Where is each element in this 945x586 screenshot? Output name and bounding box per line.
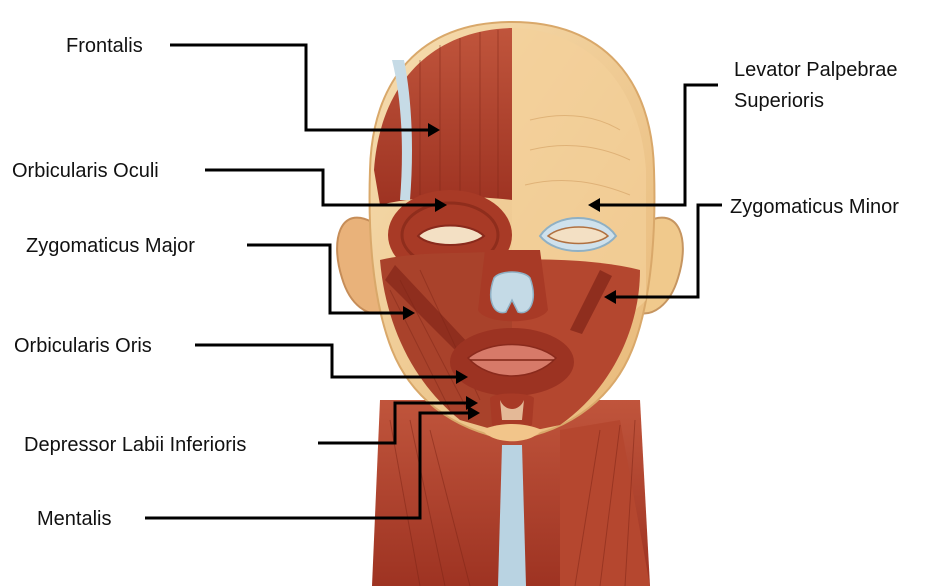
label-depressor-labii-inferioris: Depressor Labii Inferioris (24, 433, 246, 457)
leader-depressor-labii (318, 403, 468, 443)
label-mentalis: Mentalis (37, 507, 111, 531)
leader-frontalis (170, 45, 430, 130)
label-frontalis: Frontalis (66, 34, 143, 58)
leader-zygomaticus-major (247, 245, 405, 313)
label-zygomaticus-major: Zygomaticus Major (26, 234, 195, 258)
arrowhead-zygomaticus-minor (604, 290, 616, 304)
arrowhead-depressor-labii (466, 396, 478, 410)
leader-mentalis (145, 413, 470, 518)
arrowhead-zygomaticus-major (403, 306, 415, 320)
leader-levator-palpebrae (598, 85, 718, 205)
label-orbicularis-oris: Orbicularis Oris (14, 334, 152, 358)
arrowhead-mentalis (468, 406, 480, 420)
label-levator-palpebrae-line2: Superioris (734, 89, 824, 113)
leader-zygomaticus-minor (614, 205, 722, 297)
arrowhead-levator-palpebrae (588, 198, 600, 212)
leader-orbicularis-oris (195, 345, 458, 377)
label-zygomaticus-minor: Zygomaticus Minor (730, 195, 899, 219)
arrowhead-orbicularis-oculi (435, 198, 447, 212)
arrowhead-orbicularis-oris (456, 370, 468, 384)
label-orbicularis-oculi: Orbicularis Oculi (12, 159, 159, 183)
leader-orbicularis-oculi (205, 170, 437, 205)
arrowhead-frontalis (428, 123, 440, 137)
label-levator-palpebrae-line1: Levator Palpebrae (734, 58, 897, 82)
